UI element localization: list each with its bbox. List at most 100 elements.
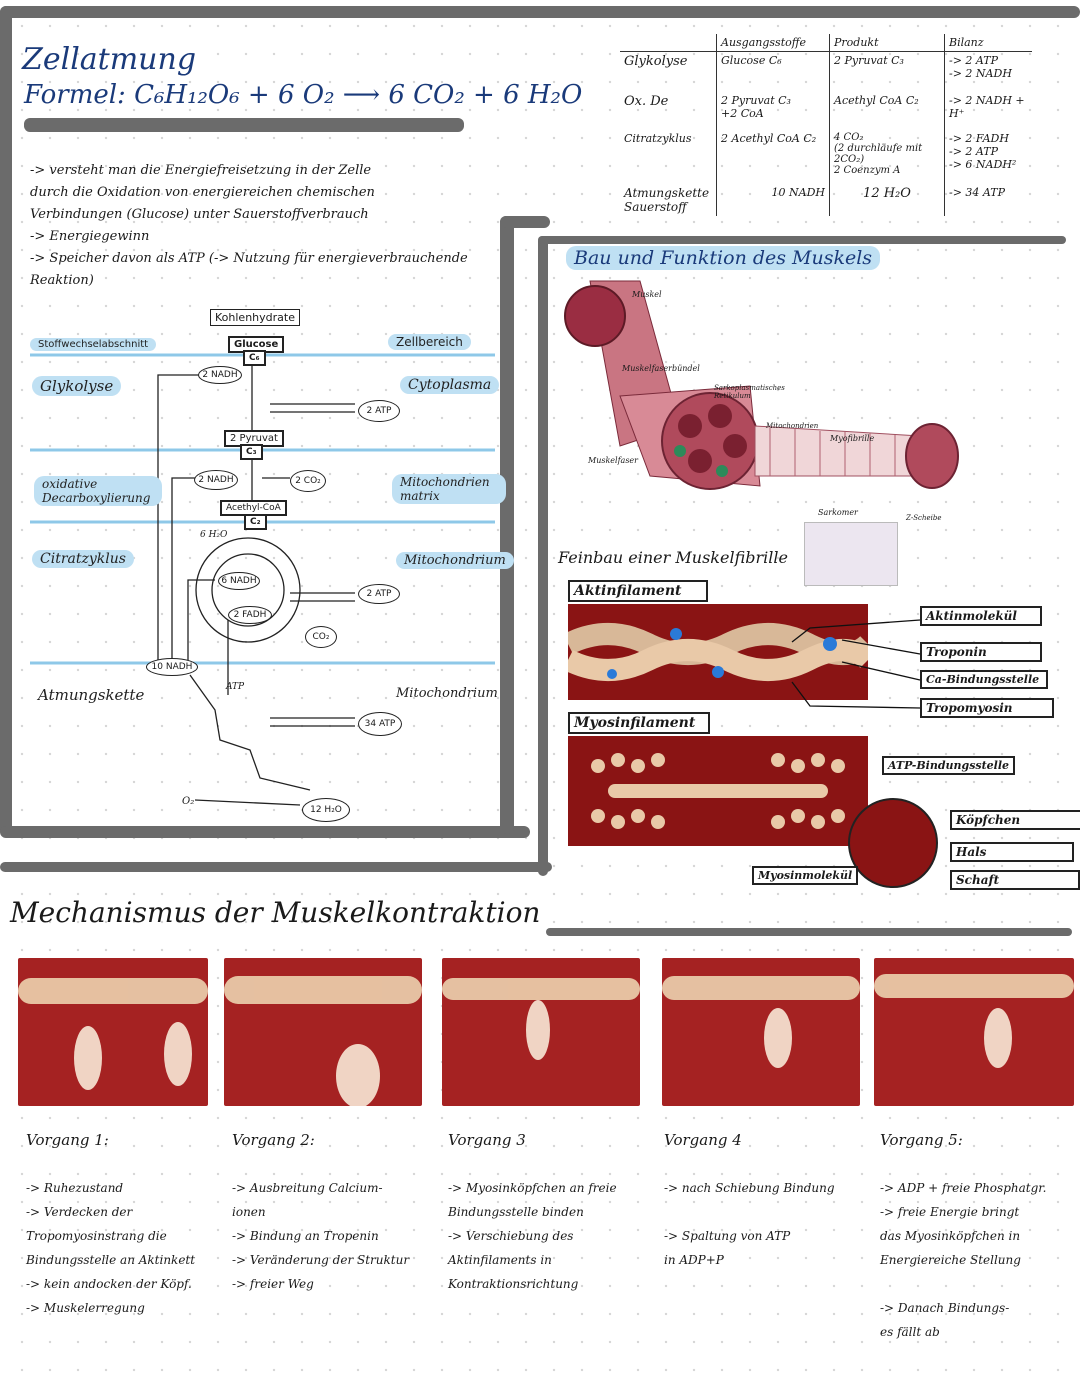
atp-oval: 2 ATP bbox=[358, 400, 400, 422]
table-cell: -> 34 ATP bbox=[944, 183, 1032, 216]
table-row: Citratzyklus 2 Acethyl CoA C₂ 4 CO₂ (2 d… bbox=[620, 129, 1032, 184]
formula: Formel: C₆H₁₂O₆ + 6 O₂ ⟶ 6 CO₂ + 6 H₂O bbox=[24, 80, 583, 110]
step-5-notes: Vorgang 5: -> ADP + freie Phosphatgr. ->… bbox=[880, 1104, 1076, 1368]
label-z-scheibe: Z-Scheibe bbox=[906, 514, 942, 522]
table-cell: 12 H₂O bbox=[829, 183, 945, 216]
left-frame-bar bbox=[0, 6, 12, 836]
table-header-row: Ausgangsstoffe Produkt Bilanz bbox=[620, 34, 1032, 52]
table-cell: Glucose C₆ bbox=[716, 51, 830, 92]
aktin-label-tropomyosin: Tropomyosin bbox=[920, 698, 1054, 718]
carbohydrates-label: Kohlenhydrate bbox=[210, 309, 300, 326]
step-title: Vorgang 2: bbox=[232, 1131, 315, 1149]
table-cell: Acethyl CoA C₂ bbox=[829, 91, 945, 130]
atp-oval: 34 ATP bbox=[358, 712, 402, 736]
note-line: -> versteht man die Energiefreisetzung i… bbox=[30, 163, 372, 178]
myosin-molecule-magnifier bbox=[848, 798, 938, 888]
aktin-filament-image bbox=[563, 604, 876, 700]
myosin-label-myosinmolekuel: Myosinmolekül bbox=[752, 866, 859, 885]
note-line: durch die Oxidation von energiereichen c… bbox=[30, 185, 375, 200]
myosin-title: Myosinfilament bbox=[568, 712, 710, 734]
muscle-top-bar bbox=[538, 236, 1066, 244]
step-title: Vorgang 4 bbox=[664, 1131, 742, 1149]
step-1-notes: Vorgang 1: -> Ruhezustand -> Verdecken d… bbox=[26, 1104, 222, 1344]
c2-box: C₂ bbox=[244, 514, 267, 530]
table-row: Atmungskette Sauerstoff 10 NADH 12 H₂O -… bbox=[620, 183, 1032, 216]
table-cell: 4 CO₂ (2 durchläufe mit 2CO₂) 2 Coenzym … bbox=[829, 129, 945, 184]
note-line: -> Energiegewinn bbox=[30, 229, 150, 244]
step-2-notes: Vorgang 2: -> Ausbreitung Calcium- ionen… bbox=[232, 1104, 438, 1320]
aktin-label-ca-bindungsstelle: Ca-Bindungsstelle bbox=[920, 670, 1048, 689]
table-cell: -> 2 NADH + H⁺ bbox=[944, 91, 1032, 130]
stage-left-label: Atmungskette bbox=[38, 686, 145, 704]
aktin-label-troponin: Troponin bbox=[920, 642, 1042, 662]
step-text: -> Ruhezustand -> Verdecken der Tropomyo… bbox=[26, 1181, 196, 1315]
table-header-cell: Bilanz bbox=[944, 34, 1032, 52]
myosin-label-koepfchen: Köpfchen bbox=[950, 810, 1080, 830]
section-bottom-bar bbox=[0, 862, 552, 872]
top-frame-bar bbox=[0, 6, 1080, 18]
myosin-bundle-graphic bbox=[591, 753, 845, 829]
c3-box: C₃ bbox=[240, 444, 263, 460]
muscle-bottom-bar bbox=[546, 928, 1072, 936]
table-cell: Glykolyse bbox=[624, 54, 688, 69]
col-header-stoffwechsel: Stoffwechselabschnitt bbox=[30, 338, 157, 351]
left-bottom-frame-bar bbox=[0, 826, 530, 838]
step-text: -> ADP + freie Phosphatgr. -> freie Ener… bbox=[880, 1181, 1047, 1339]
aktin-pointer-lines bbox=[791, 619, 921, 709]
step-text: -> Ausbreitung Calcium- ionen -> Bindung… bbox=[232, 1181, 410, 1291]
step-3-notes: Vorgang 3 -> Myosinköpfchen an freie Bin… bbox=[448, 1104, 658, 1320]
fadh-oval: 2 FADH bbox=[228, 606, 272, 624]
stage-left-label: oxidative Decarboxylierung bbox=[34, 476, 162, 506]
stage-right-label: Mitochondrien matrix bbox=[392, 474, 506, 504]
stage-left-label: Citratzyklus bbox=[32, 550, 134, 568]
muscle-anatomy-illustration bbox=[564, 280, 959, 490]
table-row: Ox. De 2 Pyruvat C₃ +2 CoA Acethyl CoA C… bbox=[620, 91, 1032, 130]
table-header-cell bbox=[620, 34, 717, 52]
contraction-title: Mechanismus der Muskelkontraktion bbox=[10, 896, 541, 929]
formula-underline bbox=[24, 118, 464, 132]
table-cell: Atmungskette Sauerstoff bbox=[624, 185, 710, 214]
acetyl-coa-box: Acethyl-CoA bbox=[220, 500, 287, 516]
nadh-oval: 2 NADH bbox=[194, 470, 238, 490]
step-title: Vorgang 3 bbox=[448, 1131, 526, 1149]
myosin-label-schaft: Schaft bbox=[950, 870, 1080, 890]
table-cell: -> 2 FADH -> 2 ATP -> 6 NADH² bbox=[944, 129, 1032, 184]
o2-label: O₂ bbox=[182, 796, 195, 807]
table-cell: Ox. De bbox=[624, 93, 669, 109]
c6-box: C₆ bbox=[243, 350, 266, 366]
table-header-cell: Ausgangsstoffe bbox=[716, 34, 830, 52]
label-muskelfaser: Muskelfaser bbox=[588, 456, 638, 465]
step-title: Vorgang 5: bbox=[880, 1131, 963, 1149]
col-header-zellbereich: Zellbereich bbox=[388, 334, 471, 350]
myosin-filament-image bbox=[568, 736, 868, 846]
label-sarkoplasmatisches-retikulum: Sarkoplasmatisches Retikulum bbox=[714, 384, 785, 400]
step-text: -> Myosinköpfchen an freie Bindungsstell… bbox=[448, 1181, 617, 1291]
muscle-section-title: Bau und Funktion des Muskels bbox=[566, 246, 881, 270]
label-myofibrille: Myofibrille bbox=[830, 434, 875, 443]
step-text: -> nach Schiebung Bindung -> Spaltung vo… bbox=[664, 1181, 835, 1267]
myosin-label-atp-bindungsstelle: ATP-Bindungsstelle bbox=[882, 756, 1016, 775]
stage-right-label: Mitochondrium bbox=[396, 552, 514, 569]
table-header-cell: Produkt bbox=[829, 34, 945, 52]
label-mitochondrien: Mitochondrien bbox=[766, 422, 819, 430]
table-cell: 2 Pyruvat C₃ +2 CoA bbox=[716, 91, 830, 130]
atp-oval: 2 ATP bbox=[358, 584, 400, 604]
nadh-oval: 2 NADH bbox=[198, 366, 242, 384]
table-cell: Citratzyklus bbox=[624, 131, 692, 145]
co2-oval: CO₂ bbox=[305, 626, 337, 648]
table-row: Glykolyse Glucose C₆ 2 Pyruvat C₃ -> 2 A… bbox=[620, 51, 1032, 92]
muscle-left-bar bbox=[538, 236, 548, 876]
aktin-title: Aktinfilament bbox=[568, 580, 708, 602]
myosin-label-hals: Hals bbox=[950, 842, 1074, 862]
bilanz-table: Ausgangsstoffe Produkt Bilanz Glykolyse … bbox=[620, 34, 1032, 216]
table-cell: 2 Pyruvat C₃ bbox=[829, 51, 945, 92]
label-muskel: Muskel bbox=[632, 290, 662, 299]
stage-right-label: Mitochondrium bbox=[396, 686, 498, 701]
atp-small-label: ATP bbox=[226, 682, 245, 692]
label-sarkomer: Sarkomer bbox=[818, 508, 858, 517]
stage-left-label: Glykolyse bbox=[32, 376, 122, 396]
step-4-notes: Vorgang 4 -> nach Schiebung Bindung -> S… bbox=[664, 1104, 870, 1296]
table-cell: 10 NADH bbox=[716, 183, 830, 216]
aktin-strand-graphic bbox=[563, 623, 876, 681]
mid-top-bar bbox=[500, 216, 550, 228]
